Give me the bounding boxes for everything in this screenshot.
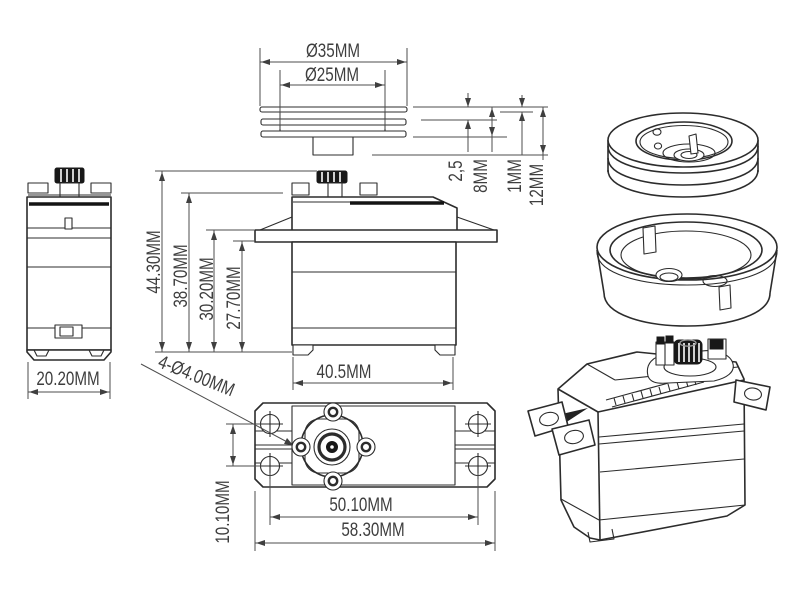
pulley-3d-cup xyxy=(596,213,778,327)
gear-teeth-stripes xyxy=(321,172,341,182)
screw-hole-leader-line xyxy=(140,363,292,445)
dim-label-servo-case-width: 20.20MM xyxy=(36,369,100,390)
servo-front-view xyxy=(254,170,498,356)
servo-side-view xyxy=(26,167,112,361)
mounting-ear xyxy=(551,419,596,456)
servo-horn-top xyxy=(291,402,376,491)
dim-label-pulley-groove-diameter: Ø25MM xyxy=(304,65,360,86)
servo-3d-body xyxy=(557,351,746,541)
cup-slot xyxy=(642,225,657,255)
dim-label-servo-overall-height: 44.30MM xyxy=(144,230,165,294)
servo-top-case xyxy=(291,196,458,230)
dim-label-flange-bottom-height: 27.70MM xyxy=(224,266,245,330)
pulley-hub xyxy=(312,136,354,156)
mounting-flange xyxy=(254,229,498,243)
servo-case-front xyxy=(291,241,457,346)
cup-slot xyxy=(718,284,732,311)
dim-label-flange-top-height: 30.20MM xyxy=(197,257,218,321)
dim-label-servo-case-length: 40.5MM xyxy=(316,362,372,383)
gear-teeth-stripes xyxy=(60,169,80,182)
mounting-plate-top-view xyxy=(254,402,496,491)
dim-label-hole-row-spacing: 10.10MM xyxy=(213,480,234,544)
pulley-flange-bottom xyxy=(260,130,407,138)
pulley-flange-top xyxy=(259,106,408,113)
dim-label-pulley-overall-height: 12MM xyxy=(527,163,548,207)
dim-label-pulley-groove-pitch: 2,5 xyxy=(446,160,467,182)
mounting-ear xyxy=(733,379,771,411)
dim-label-plate-length: 58.30MM xyxy=(341,520,405,541)
dim-label-hole-span: 50.10MM xyxy=(329,495,393,516)
dim-label-pulley-outer-diameter: Ø35MM xyxy=(305,41,361,62)
pulley-front-view xyxy=(259,106,408,156)
dim-label-pulley-flange-thickness: 1MM xyxy=(505,159,526,193)
servo-3d-view xyxy=(527,335,771,543)
screw-hole xyxy=(465,411,491,437)
pulley-3d-wheel xyxy=(607,112,759,198)
drum-key-fin xyxy=(688,133,699,155)
dim-label-pulley-drum-height: 8MM xyxy=(471,159,492,193)
dimension-lines xyxy=(27,48,548,551)
gear-teeth-stripes xyxy=(678,343,700,362)
pulley-flange-mid xyxy=(260,118,407,126)
dim-label-servo-height-no-gear: 38.70MM xyxy=(171,244,192,308)
